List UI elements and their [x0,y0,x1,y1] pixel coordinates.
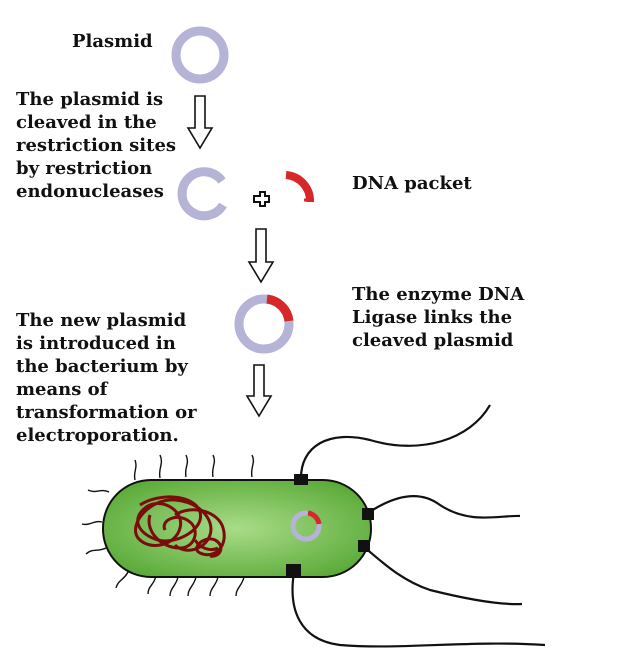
ligase-step-label: The enzyme DNA Ligase links the cleaved … [352,284,525,351]
recombinant-plasmid-insert [266,294,294,322]
restriction-enzyme-icon [253,191,270,207]
pili [81,454,255,597]
plasmid-label: Plasmid [72,31,153,52]
dna-packet-label: DNA packet [352,173,472,194]
down-arrow-3 [245,364,273,418]
flagellum-base-right-upper [362,508,374,520]
cleavage-step-label: The plasmid is cleaved in the restrictio… [16,89,177,202]
chromosome [134,495,226,558]
plasmid-ring [171,26,229,84]
dna-packet-icon [285,171,314,203]
down-arrow-1 [186,95,214,150]
flagella [291,404,546,648]
flagellum-right-lower [363,546,523,606]
down-arrow-2 [247,228,275,284]
recombinant-plasmid-ring [234,294,294,354]
flagellum-base-top [294,474,308,485]
transformation-step-label: The new plasmid is introduced in the bac… [16,310,197,446]
cleaved-plasmid-icon [177,167,227,221]
bacterium-cell [102,479,372,578]
flagellum-bottom [291,571,546,648]
flagellum-right-upper [367,495,521,519]
flagellum-base-right-lower [358,540,370,552]
cell-plasmid-insert [307,510,322,525]
cell-plasmid-ring [290,510,322,542]
flagellum-top [299,404,491,481]
flagellum-base-bottom [286,564,301,576]
